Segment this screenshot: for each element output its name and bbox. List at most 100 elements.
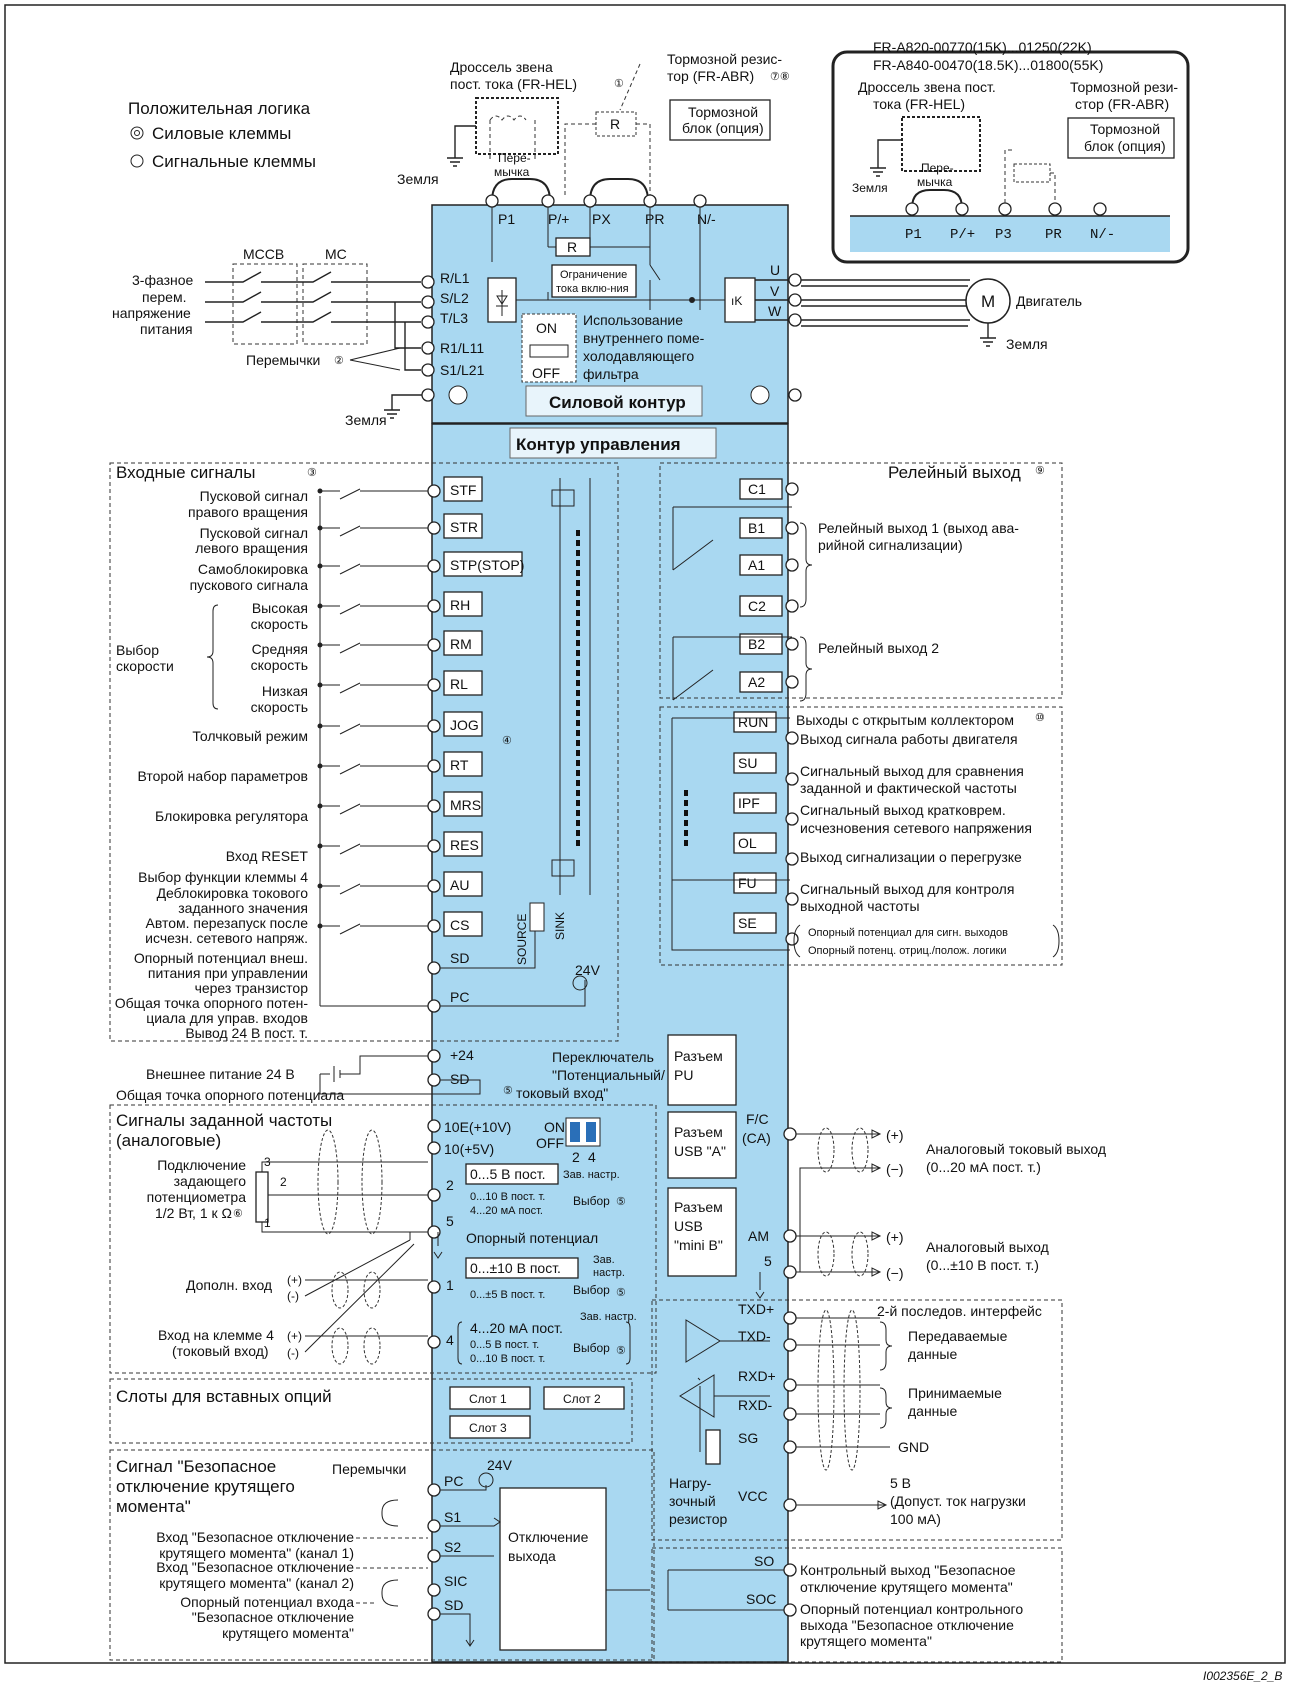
- relay-terminal-label: C1: [748, 481, 766, 497]
- terminal-jog: [427, 719, 441, 733]
- output-shutoff-block: [499, 1487, 607, 1651]
- svg-text:крутящего момента": крутящего момента": [222, 1625, 354, 1641]
- inrush-limit-box: [551, 264, 637, 298]
- oc-terminal: [785, 731, 799, 745]
- range2-box: [465, 1163, 559, 1185]
- svg-text:Тормозной: Тормозной: [1090, 121, 1160, 137]
- terminal-box: [443, 551, 523, 577]
- outer-frame: [4, 4, 1286, 1664]
- usb-a-connector[interactable]: [667, 1111, 737, 1179]
- logic-title: Положительная логика: [128, 99, 311, 118]
- input-labels: Пусковой сигнал правого вращения Пусково…: [115, 488, 309, 1041]
- svg-text:Пере-: Пере-: [921, 161, 954, 175]
- term-p1: P1: [498, 211, 515, 227]
- svg-text:"mini B": "mini B": [674, 1237, 723, 1253]
- input-wire: [320, 723, 428, 735]
- term-10: 10(+5V): [444, 1141, 494, 1157]
- slot-3[interactable]: [449, 1415, 531, 1439]
- signal-terminal-symbol: [130, 154, 144, 168]
- so-label-2: отключение крутящего момента": [800, 1579, 1013, 1595]
- svg-text:Зав.: Зав.: [593, 1254, 615, 1266]
- motor-ground-label: Земля: [1006, 336, 1048, 352]
- tx-label-1: Передаваемые: [908, 1328, 1008, 1344]
- filter-label-2: внутреннего поме-: [583, 330, 705, 346]
- jumper-p1-p: [491, 178, 551, 202]
- common-label: Общая точка опорного потенциала: [116, 1087, 344, 1103]
- mc-label: MC: [325, 246, 347, 262]
- filter-label-1: Использование: [583, 312, 683, 328]
- terminal-label: JOG: [450, 717, 479, 733]
- slots-title: Слоты для вставных опций: [116, 1387, 332, 1406]
- inset-brake-res-1: Тормозной рези-: [1070, 79, 1178, 95]
- output-terminals: [788, 273, 802, 402]
- svg-text:потенциометра: потенциометра: [147, 1189, 247, 1205]
- term-fc: F/C: [746, 1111, 769, 1127]
- switch-label-3: токовый вход": [516, 1085, 608, 1101]
- svg-text:⑨: ⑨: [1035, 465, 1045, 477]
- filter-label-4: фильтра: [583, 366, 639, 382]
- terminal-box: [443, 831, 483, 857]
- svg-text:Слот 3: Слот 3: [469, 1421, 507, 1435]
- svg-text:заданной и фактической частоты: заданной и фактической частоты: [800, 780, 1017, 796]
- relay-terminal: [785, 675, 799, 689]
- rs485-terminal: [783, 1440, 797, 1454]
- svg-text:Опорный потенциал входа: Опорный потенциал входа: [180, 1594, 354, 1610]
- gnd-label: GND: [898, 1439, 929, 1455]
- inset-reactor-1: Дроссель звена пост.: [858, 79, 996, 95]
- pu-connector[interactable]: [667, 1034, 737, 1106]
- svg-text:①: ①: [614, 78, 624, 90]
- term-s-l2: S/L2: [440, 290, 469, 306]
- oc-terminal: [785, 892, 799, 906]
- term-w: W: [768, 303, 782, 319]
- usb-mini-b-connector[interactable]: [667, 1187, 737, 1277]
- svg-text:"Безопасное отключение: "Безопасное отключение: [192, 1609, 354, 1625]
- brake-resistor-label-1: Тормозной резис-: [667, 51, 782, 67]
- slots-frame: [109, 1378, 633, 1444]
- svg-text:0...5 В пост.: 0...5 В пост.: [470, 1166, 545, 1182]
- svg-text:скорости: скорости: [116, 658, 174, 674]
- ext-24-label: Внешнее питание 24 В: [146, 1066, 295, 1082]
- svg-text:Средняя: Средняя: [252, 641, 308, 657]
- oc-terminal-box: [733, 912, 777, 934]
- svg-text:N/-: N/-: [1090, 227, 1115, 243]
- supply-label-1: 3-фазное: [132, 272, 194, 288]
- svg-text:Высокая: Высокая: [252, 600, 308, 616]
- input-wire: [320, 525, 428, 537]
- terminal-box: [443, 871, 483, 897]
- svg-text:Разъем: Разъем: [674, 1124, 723, 1140]
- relay-terminal-label: A1: [748, 557, 765, 573]
- svg-text:Вход "Безопасное отключение: Вход "Безопасное отключение: [156, 1529, 354, 1545]
- rs485-terminal-label: TXD+: [738, 1301, 774, 1317]
- safety-terminal: [427, 1483, 441, 1497]
- svg-text:24V: 24V: [487, 1457, 513, 1473]
- freq-title-1: Сигналы заданной частоты: [116, 1111, 332, 1130]
- term-sd: SD: [450, 950, 469, 966]
- svg-text:R: R: [610, 116, 620, 132]
- safety-frame: [109, 1449, 655, 1661]
- input-wire: [320, 763, 428, 775]
- svg-text:Выбор функции клеммы 4: Выбор функции клеммы 4: [138, 869, 308, 885]
- rs485-terminal: [783, 1311, 797, 1325]
- rs485-terminal-label: VCC: [738, 1488, 768, 1504]
- slot-1[interactable]: [449, 1386, 531, 1410]
- term-10e: 10E(+10V): [444, 1119, 511, 1135]
- svg-text:мычка: мычка: [917, 175, 953, 189]
- aux-input-label: Дополн. вход: [186, 1277, 272, 1293]
- relay-terminal-box: [739, 671, 783, 693]
- input-wire: [320, 563, 428, 575]
- svg-text:USB: USB: [674, 1218, 703, 1234]
- svg-text:(-): (-): [287, 1346, 299, 1360]
- relay-terminal: [785, 599, 799, 613]
- inset-brake-unit: [1067, 117, 1175, 159]
- safety-terminal-label: S1: [444, 1509, 461, 1525]
- terminal-au: [427, 879, 441, 893]
- term-pr: PR: [645, 211, 664, 227]
- oc-terminal-label: SE: [738, 915, 757, 931]
- soc-label-3: крутящего момента": [800, 1633, 932, 1649]
- input-signals-title: Входные сигналы: [116, 463, 255, 482]
- switch-label-1: Переключатель: [552, 1049, 654, 1065]
- rs485-terminal: [783, 1338, 797, 1352]
- slot-2[interactable]: [543, 1386, 625, 1410]
